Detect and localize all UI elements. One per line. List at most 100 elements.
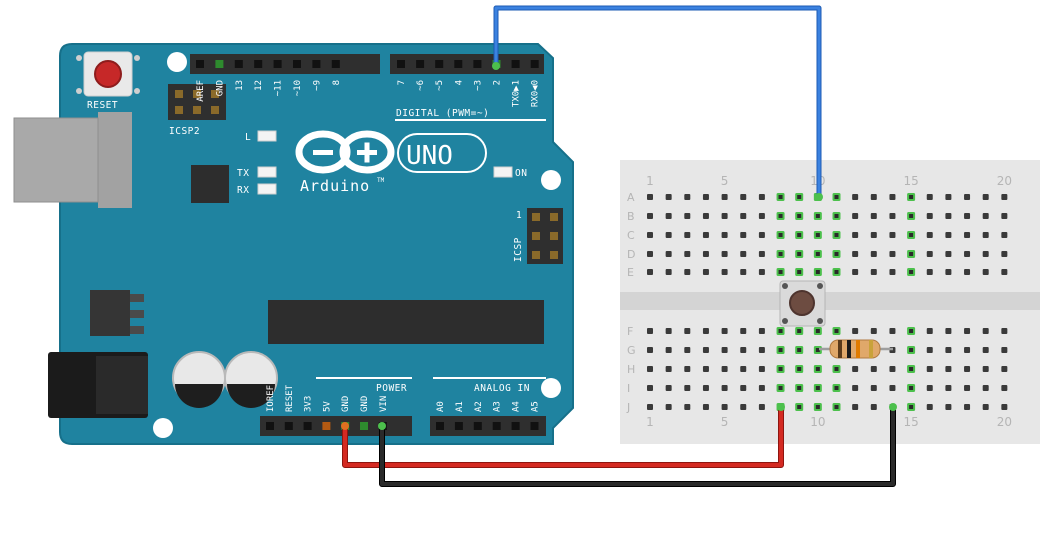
breadboard-hole (721, 385, 728, 391)
breadboard-hole-core (909, 348, 914, 352)
pin-label: VIN (379, 396, 389, 412)
breadboard-hole (852, 232, 859, 238)
breadboard-hole (684, 347, 691, 353)
breadboard-hole (758, 213, 765, 219)
breadboard-hole (721, 269, 728, 275)
breadboard-hole (964, 347, 971, 353)
breadboard-hole-core (815, 367, 820, 371)
breadboard-hole (926, 194, 933, 200)
breadboard-hole-core (778, 195, 783, 199)
breadboard-hole-core (797, 214, 802, 218)
breadboard-hole (926, 366, 933, 372)
breadboard-hole (945, 366, 952, 372)
digital-header-left (190, 54, 380, 74)
reset-button-cap (94, 60, 122, 88)
breadboard-hole (647, 366, 653, 372)
led-on (493, 166, 513, 178)
breadboard-hole-core (909, 386, 914, 390)
breadboard-col-number: 20 (997, 174, 1012, 188)
pin-label: 12 (254, 80, 264, 91)
breadboard-hole-core (909, 252, 914, 256)
header-pin (530, 422, 539, 430)
breadboard-hole (982, 366, 989, 372)
breadboard-hole (870, 213, 877, 219)
breadboard-hole-core (834, 367, 839, 371)
header-pin (454, 60, 463, 68)
reset-button (76, 51, 140, 97)
breadboard-hole (889, 213, 896, 219)
icsp-pin1-label: 1 (516, 210, 522, 221)
header-pin (416, 60, 425, 68)
breadboard-hole (889, 269, 896, 275)
pin-label: A3 (493, 401, 503, 412)
breadboard-hole (721, 251, 728, 257)
breadboard-hole (982, 269, 989, 275)
breadboard-hole (702, 328, 709, 334)
breadboard-hole (945, 251, 952, 257)
breadboard-row-label: I (627, 382, 630, 395)
microcontroller-chip (268, 300, 544, 344)
breadboard-hole-core (815, 214, 820, 218)
mounting-hole (153, 418, 173, 438)
breadboard-hole-core (778, 367, 783, 371)
pin-label: 4 (454, 80, 464, 85)
breadboard-hole (721, 194, 728, 200)
pin-label: 8 (332, 80, 342, 85)
breadboard-hole (684, 269, 691, 275)
breadboard-hole (647, 328, 653, 334)
breadboard-hole (684, 385, 691, 391)
breadboard-hole (945, 194, 952, 200)
breadboard-hole (982, 251, 989, 257)
breadboard-hole (926, 251, 933, 257)
model-badge (397, 133, 487, 173)
breadboard-hole-core (834, 252, 839, 256)
led-on-label: ON (515, 168, 527, 179)
analog-label: ANALOG IN (474, 383, 530, 394)
header-pin (473, 60, 482, 68)
breadboard-hole (665, 232, 672, 238)
breadboard-hole (702, 232, 709, 238)
header-pin (293, 60, 301, 68)
breadboard-hole (964, 269, 971, 275)
breadboard-hole (870, 404, 877, 410)
usb-chip (191, 165, 229, 203)
breadboard-hole (758, 404, 765, 410)
pin-label: 2 (493, 80, 503, 85)
led-tx (257, 166, 277, 178)
breadboard-hole-core (778, 252, 783, 256)
breadboard-row-label: H (627, 363, 635, 376)
led-tx-label: TX (237, 168, 249, 179)
breadboard-hole (647, 251, 653, 257)
mounting-hole (541, 378, 561, 398)
breadboard-hole-core (797, 270, 802, 274)
wire-end (777, 403, 785, 411)
pin-label: TX0▶1 (512, 80, 522, 107)
breadboard-row-label: E (627, 266, 634, 279)
breadboard-hole (945, 347, 952, 353)
pin-label: RESET (285, 384, 295, 412)
breadboard-row-label: A (627, 191, 635, 204)
breadboard-hole (852, 404, 859, 410)
breadboard-hole (945, 232, 952, 238)
pin-label: A5 (531, 401, 541, 412)
pin-label: ~6 (416, 80, 426, 91)
breadboard-hole-core (815, 405, 820, 409)
breadboard-hole-core (834, 329, 839, 333)
header-pin (436, 422, 444, 430)
breadboard-hole (982, 404, 989, 410)
pin-label: 3V3 (304, 396, 314, 412)
breadboard-hole (870, 328, 877, 334)
breadboard-hole-core (778, 270, 783, 274)
breadboard-col-number: 1 (646, 415, 654, 429)
pin-label: ~5 (435, 80, 445, 91)
breadboard-hole (647, 385, 653, 391)
breadboard-hole (721, 213, 728, 219)
breadboard-hole (852, 269, 859, 275)
breadboard-hole (684, 404, 691, 410)
breadboard-hole (964, 366, 971, 372)
breadboard-hole (684, 213, 691, 219)
digital-header-right (390, 54, 544, 74)
header-pin (511, 422, 520, 430)
breadboard-hole (889, 328, 896, 334)
